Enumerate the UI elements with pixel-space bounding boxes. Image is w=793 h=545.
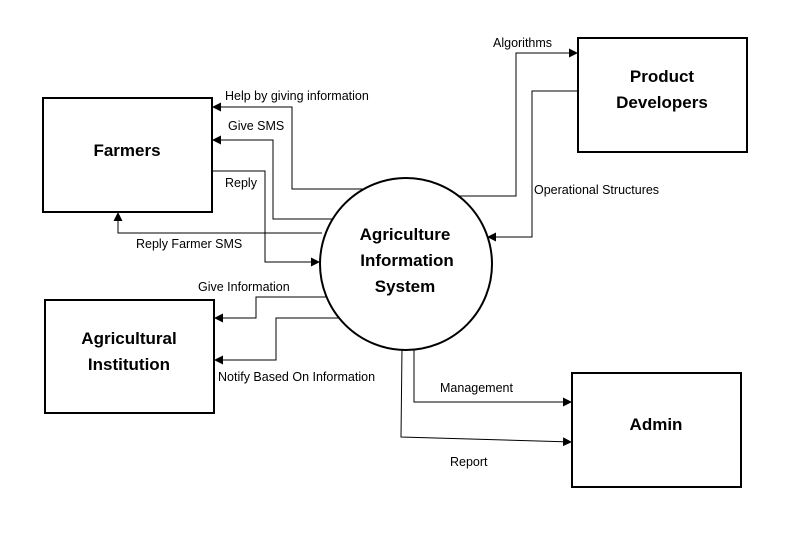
product-developers-label-line1: Product: [630, 67, 695, 86]
label-management: Management: [440, 381, 513, 395]
product-developers-label-line2: Developers: [616, 93, 708, 112]
process-label-line3: System: [375, 277, 435, 296]
label-give-sms: Give SMS: [228, 119, 284, 133]
admin-box: [571, 372, 742, 488]
farmers-label: Farmers: [93, 141, 160, 160]
flow-help-by-giving-information: [212, 102, 375, 190]
agricultural-institution-label-line2: Institution: [88, 355, 170, 374]
flow-algorithms: [455, 48, 578, 197]
flow-reply-farmer-sms: [113, 212, 322, 234]
label-notify-based-on-information: Notify Based On Information: [218, 370, 375, 384]
flow-report: [400, 347, 573, 447]
flow-give-sms: [212, 135, 340, 220]
flow-notify-based-on-information: [214, 317, 342, 365]
label-reply: Reply: [225, 176, 258, 190]
label-help-by-giving-information: Help by giving information: [225, 89, 369, 103]
flow-management: [413, 348, 572, 407]
label-report: Report: [450, 455, 488, 469]
admin-label: Admin: [630, 415, 683, 434]
label-reply-farmer-sms: Reply Farmer SMS: [136, 237, 242, 251]
flow-operational-structures: [487, 90, 578, 242]
agricultural-institution-label-line1: Agricultural: [81, 329, 176, 348]
label-algorithms: Algorithms: [493, 36, 552, 50]
process-label-line1: Agriculture: [360, 225, 451, 244]
farmers-box: [42, 97, 213, 213]
label-operational-structures: Operational Structures: [534, 183, 659, 197]
flow-give-information: [214, 296, 330, 323]
agricultural-institution-box: [44, 299, 215, 414]
agriculture-information-system-process: [319, 177, 493, 351]
product-developers-box: [577, 37, 748, 153]
flow-reply: [212, 170, 320, 267]
label-give-information: Give Information: [198, 280, 290, 294]
process-label-line2: Information: [360, 251, 454, 270]
